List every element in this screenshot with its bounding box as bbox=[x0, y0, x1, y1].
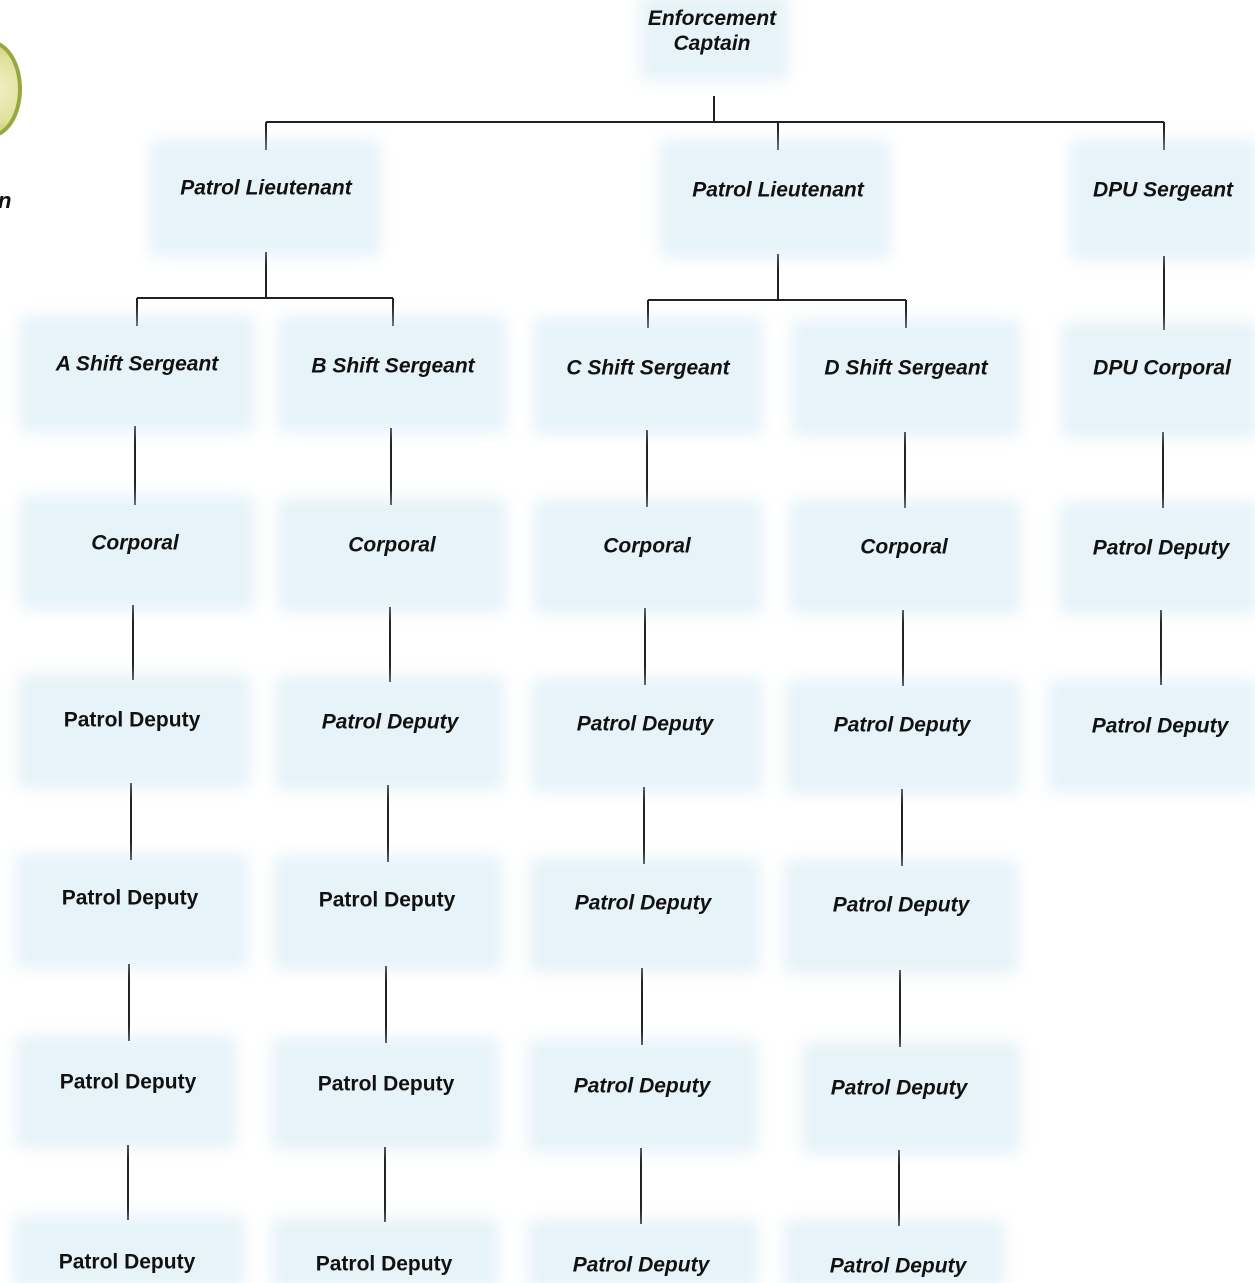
node-dpu-patrol-deputy-1: Patrol Deputy bbox=[1092, 536, 1230, 560]
node-c-patrol-deputy-4: Patrol Deputy bbox=[572, 1253, 710, 1277]
node-c-patrol-deputy-1: Patrol Deputy bbox=[576, 712, 714, 736]
node-b-patrol-deputy-3: Patrol Deputy bbox=[317, 1072, 455, 1096]
node-box bbox=[284, 866, 492, 960]
node-box bbox=[542, 688, 752, 782]
node-box bbox=[30, 506, 244, 600]
node-box bbox=[1080, 150, 1248, 250]
node-box bbox=[538, 1230, 748, 1278]
node-box bbox=[796, 690, 1010, 784]
node-d-shift-sergeant: D Shift Sergeant bbox=[824, 356, 988, 380]
node-b-patrol-deputy-2: Patrol Deputy bbox=[318, 888, 456, 912]
cropped-title-fragment: n bbox=[0, 188, 11, 214]
node-box bbox=[670, 150, 880, 248]
node-corporal-a: Corporal bbox=[91, 531, 179, 555]
node-box bbox=[288, 326, 496, 422]
node-dpu-sergeant: DPU Sergeant bbox=[1092, 178, 1234, 202]
node-a-patrol-deputy-3: Patrol Deputy bbox=[59, 1070, 197, 1094]
node-patrol-lieutenant-2: Patrol Lieutenant bbox=[692, 178, 864, 202]
node-a-shift-sergeant: A Shift Sergeant bbox=[55, 352, 219, 376]
node-box bbox=[538, 1050, 748, 1142]
node-b-patrol-deputy-4: Patrol Deputy bbox=[315, 1252, 453, 1276]
node-d-patrol-deputy-1: Patrol Deputy bbox=[833, 713, 971, 737]
node-box bbox=[282, 1228, 488, 1278]
node-box bbox=[26, 1046, 226, 1138]
node-corporal-d: Corporal bbox=[860, 535, 948, 559]
node-box bbox=[794, 870, 1008, 964]
node-corporal-c: Corporal bbox=[603, 534, 691, 558]
node-box bbox=[544, 510, 752, 604]
node-b-patrol-deputy-1: Patrol Deputy bbox=[321, 710, 459, 734]
node-box bbox=[1072, 332, 1248, 428]
node-box bbox=[160, 150, 370, 246]
node-box bbox=[282, 1048, 488, 1140]
node-box bbox=[286, 686, 494, 780]
node-box bbox=[650, 4, 778, 70]
node-d-patrol-deputy-2: Patrol Deputy bbox=[832, 893, 970, 917]
node-box bbox=[802, 330, 1010, 426]
node-box bbox=[544, 328, 752, 424]
node-corporal-b: Corporal bbox=[348, 533, 436, 557]
node-b-shift-sergeant: B Shift Sergeant bbox=[311, 354, 475, 378]
node-box bbox=[30, 326, 244, 422]
node-box bbox=[540, 868, 750, 962]
node-box bbox=[28, 684, 240, 778]
node-d-patrol-deputy-3: Patrol Deputy bbox=[830, 1076, 968, 1100]
node-box bbox=[794, 1230, 994, 1278]
node-box bbox=[24, 1226, 234, 1278]
node-box bbox=[26, 864, 238, 958]
node-patrol-lieutenant-1: Patrol Lieutenant bbox=[180, 176, 352, 200]
node-box bbox=[812, 1052, 1010, 1144]
node-d-patrol-deputy-4: Patrol Deputy bbox=[829, 1254, 967, 1278]
node-a-patrol-deputy-1: Patrol Deputy bbox=[63, 708, 201, 732]
node-a-patrol-deputy-2: Patrol Deputy bbox=[61, 886, 199, 910]
node-box bbox=[800, 510, 1010, 604]
node-dpu-patrol-deputy-2: Patrol Deputy bbox=[1091, 714, 1229, 738]
node-box bbox=[1058, 690, 1248, 782]
node-box bbox=[1070, 512, 1248, 604]
node-enforcement-captain: Enforcement Captain bbox=[647, 7, 777, 55]
node-c-patrol-deputy-2: Patrol Deputy bbox=[574, 891, 712, 915]
node-box bbox=[288, 508, 496, 602]
node-c-patrol-deputy-3: Patrol Deputy bbox=[573, 1074, 711, 1098]
node-dpu-corporal: DPU Corporal bbox=[1093, 356, 1231, 380]
node-c-shift-sergeant: C Shift Sergeant bbox=[566, 356, 730, 380]
node-a-patrol-deputy-4: Patrol Deputy bbox=[58, 1250, 196, 1274]
